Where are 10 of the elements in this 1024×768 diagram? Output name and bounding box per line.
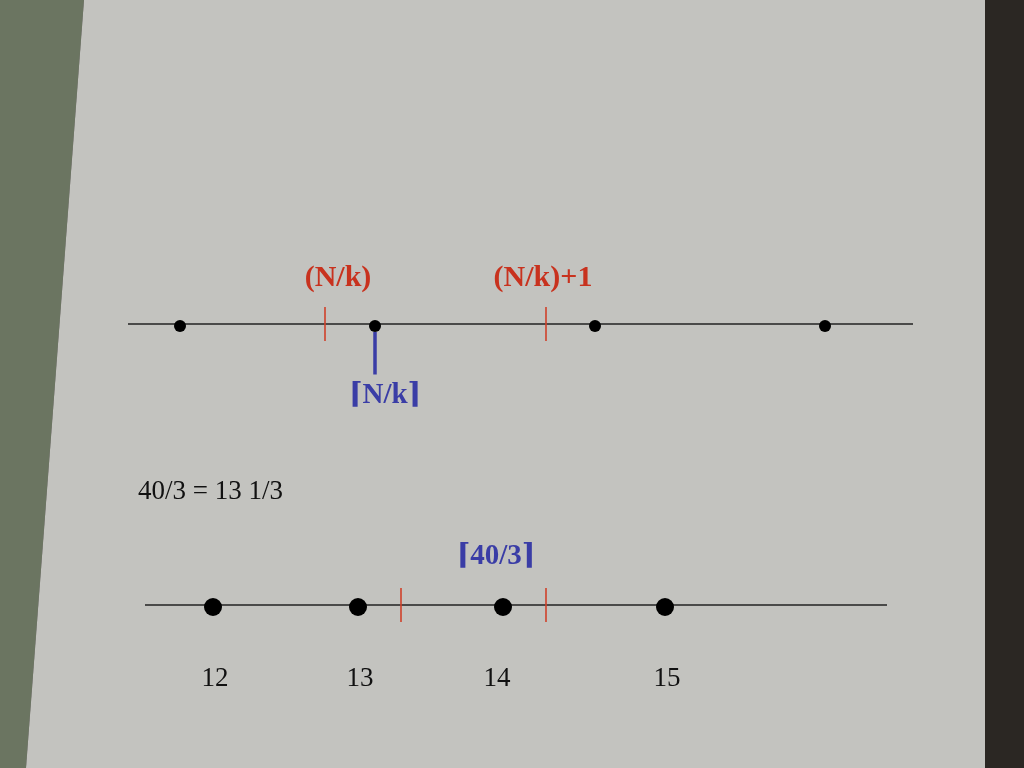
axis-number: 14 — [483, 663, 511, 691]
value-label: (N/k)+1 — [493, 261, 593, 291]
ceiling-label: ⌈40/3⌉ — [456, 539, 536, 569]
axis-number: 12 — [201, 663, 229, 691]
axis-number: 15 — [653, 663, 681, 691]
leader-line — [373, 332, 377, 375]
ceiling-label: ⌈N/k⌉ — [348, 378, 422, 408]
value-label: (N/k) — [304, 261, 372, 291]
equation-text: 40/3 = 13 1/3 — [138, 476, 283, 504]
axis-number: 13 — [346, 663, 374, 691]
